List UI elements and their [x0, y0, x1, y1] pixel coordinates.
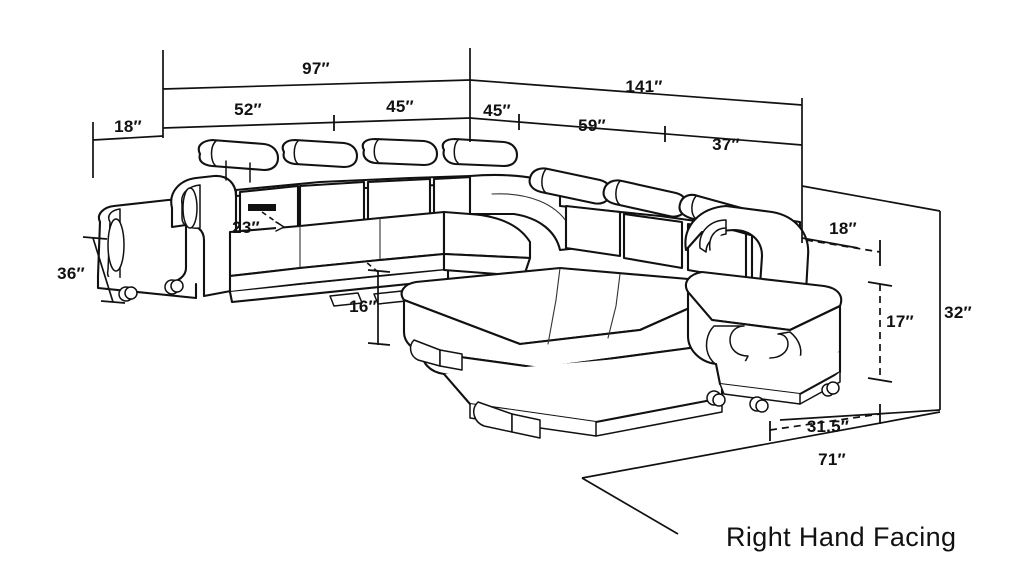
dimension-97: 97″ [162, 59, 471, 90]
dimension-32-label: 32″ [944, 303, 972, 322]
dimension-31-5-label: 31.5″ [807, 417, 849, 436]
dimension-18-right: 18″ [805, 219, 881, 266]
dimension-16-label: 16″ [349, 297, 377, 316]
dimension-45-left-label: 45″ [386, 97, 414, 116]
dimension-45-59-37: 45″ 59″ 37″ [469, 101, 803, 154]
left-arm-module [96, 198, 198, 302]
dimension-17: 17″ [867, 281, 914, 383]
dimension-141: 141″ [469, 77, 803, 106]
dimension-17-label: 17″ [886, 312, 914, 331]
dimension-37-label: 37″ [712, 135, 740, 154]
dimension-141-label: 141″ [625, 77, 662, 96]
dimension-18-left-label: 18″ [114, 117, 142, 136]
dimension-71-label: 71″ [818, 450, 846, 469]
dimension-97-label: 97″ [302, 59, 330, 78]
dimension-36-label: 36″ [57, 264, 85, 283]
headrest-group-left [197, 137, 519, 183]
dimension-16: 16″ [349, 261, 391, 346]
dimension-23: 23″ [232, 204, 285, 237]
dimension-71: 71″ [818, 450, 846, 469]
dimension-52-45: 52″ 45″ [162, 97, 471, 131]
dimension-36: 36″ [57, 236, 126, 304]
dimension-18-right-label: 18″ [829, 219, 857, 238]
dimension-31-5: 31.5″ [769, 404, 881, 441]
dimension-23-label: 23″ [232, 218, 260, 237]
dimension-59-label: 59″ [578, 116, 606, 135]
dimension-52-label: 52″ [234, 100, 262, 119]
right-frame-lines [581, 185, 941, 535]
dimension-18-left: 18″ [92, 117, 164, 141]
dimension-45-right-label: 45″ [483, 101, 511, 120]
chaise-module [400, 266, 724, 439]
dimension-32: 32″ [944, 303, 972, 322]
right-arm-module [684, 204, 843, 413]
diagram-caption: Right Hand Facing [726, 522, 956, 552]
